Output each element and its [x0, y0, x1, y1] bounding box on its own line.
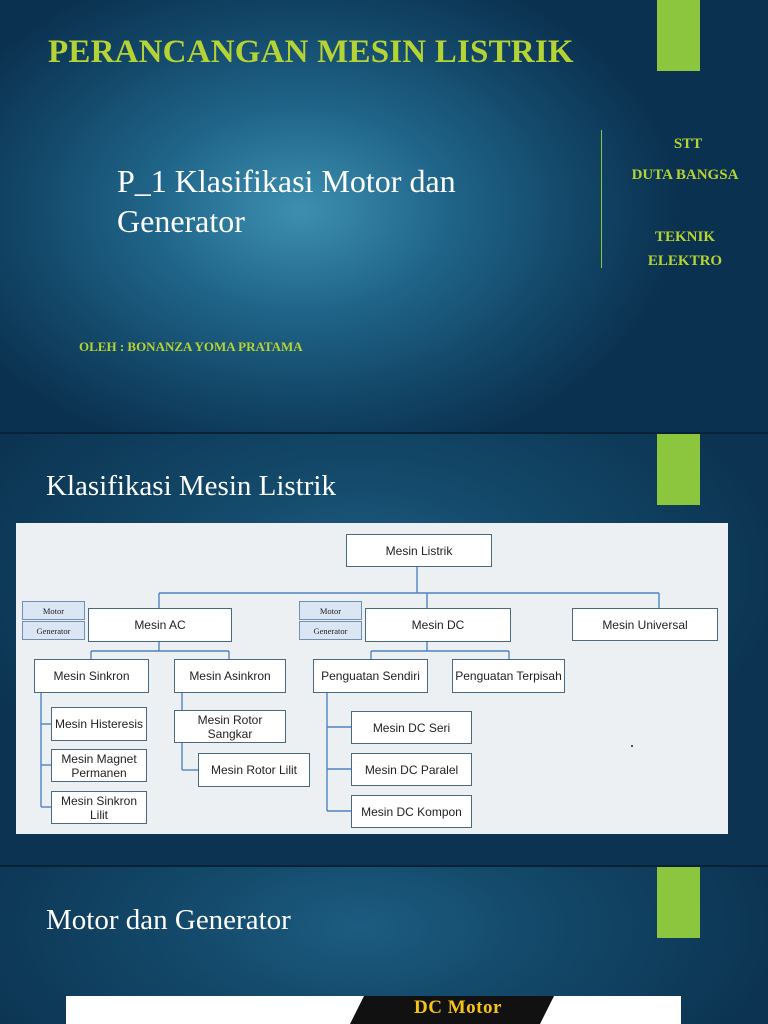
node-mesin-rotor-lilit: Mesin Rotor Lilit [198, 753, 310, 787]
node-mesin-sinkron: Mesin Sinkron [34, 659, 149, 693]
divider-line [601, 130, 602, 268]
tag-generator-ac: Generator [22, 621, 85, 640]
node-mesin-dc: Mesin DC [365, 608, 511, 642]
accent-bar [657, 867, 700, 938]
dc-motor-banner: DC Motor [350, 996, 566, 1024]
tag-generator-dc: Generator [299, 621, 362, 640]
node-mesin-asinkron: Mesin Asinkron [174, 659, 286, 693]
banner-shape [350, 996, 554, 1024]
slide-subtitle: P_1 Klasifikasi Motor dan Generator [117, 163, 456, 239]
slide-heading: Klasifikasi Mesin Listrik [46, 470, 336, 502]
accent-bar [657, 434, 700, 505]
motor-generator-slide: Motor dan Generator DC Motor [0, 867, 768, 1024]
node-mesin-rotor-sangkar: Mesin Rotor Sangkar [174, 710, 286, 743]
institution-line2: DUTA BANGSA [631, 167, 739, 183]
classification-diagram: Mesin Listrik Motor Generator Mesin AC M… [16, 523, 728, 834]
department-line2: ELEKTRO [647, 253, 723, 269]
department-line1: TEKNIK [654, 229, 715, 245]
node-mesin-magnet-permanen: Mesin Magnet Permanen [51, 749, 147, 782]
node-mesin-universal: Mesin Universal [572, 608, 718, 641]
tag-motor-ac: Motor [22, 601, 85, 620]
tag-motor-dc: Motor [299, 601, 362, 620]
slide-heading: Motor dan Generator [46, 904, 291, 936]
node-penguatan-terpisah: Penguatan Terpisah [452, 659, 565, 693]
accent-bar [657, 0, 700, 71]
node-mesin-listrik: Mesin Listrik [346, 534, 492, 567]
dc-motor-image: DC Motor [66, 996, 681, 1024]
node-penguatan-sendiri: Penguatan Sendiri [313, 659, 428, 693]
node-mesin-dc-seri: Mesin DC Seri [351, 711, 472, 744]
node-mesin-sinkron-lilit: Mesin Sinkron Lilit [51, 791, 147, 824]
stray-dot [631, 745, 633, 747]
slide-separator [0, 865, 768, 867]
classification-slide: Klasifikasi Mesin Listrik [0, 434, 768, 865]
author-credit: OLEH : BONANZA YOMA PRATAMA [79, 339, 303, 354]
dc-motor-label: DC Motor [414, 997, 502, 1018]
node-mesin-dc-kompon: Mesin DC Kompon [351, 795, 472, 828]
slide-separator [0, 432, 768, 434]
node-mesin-ac: Mesin AC [88, 608, 232, 642]
institution-line1: STT [673, 136, 703, 152]
node-mesin-histeresis: Mesin Histeresis [51, 707, 147, 741]
title-slide: PERANCANGAN MESIN LISTRIK P_1 Klasifikas… [0, 0, 768, 432]
node-mesin-dc-paralel: Mesin DC Paralel [351, 753, 472, 786]
slide-title: PERANCANGAN MESIN LISTRIK [48, 34, 574, 70]
